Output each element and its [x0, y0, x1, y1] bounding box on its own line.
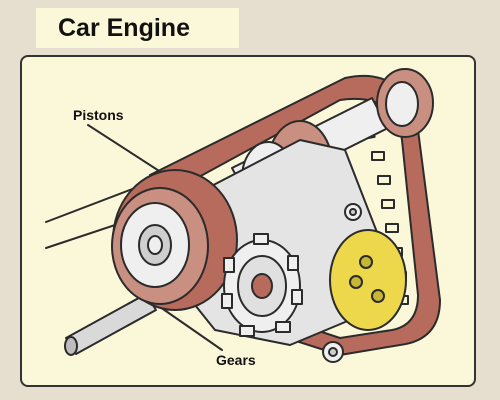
motion-line: [45, 187, 136, 223]
gears-label: Gears: [216, 352, 256, 368]
diagram-title: Car Engine: [58, 13, 190, 42]
stock-id-text: 1727023483: [0, 265, 2, 326]
pistons-leader-line: [87, 124, 171, 179]
drive-rod: [64, 293, 157, 356]
gears: [221, 233, 303, 337]
idler-pulley: [322, 203, 362, 363]
cam-gear: [329, 229, 407, 331]
title-banner: Car Engine: [36, 8, 239, 48]
pistons-label: Pistons: [73, 107, 124, 123]
crank-pulley: [111, 169, 238, 311]
